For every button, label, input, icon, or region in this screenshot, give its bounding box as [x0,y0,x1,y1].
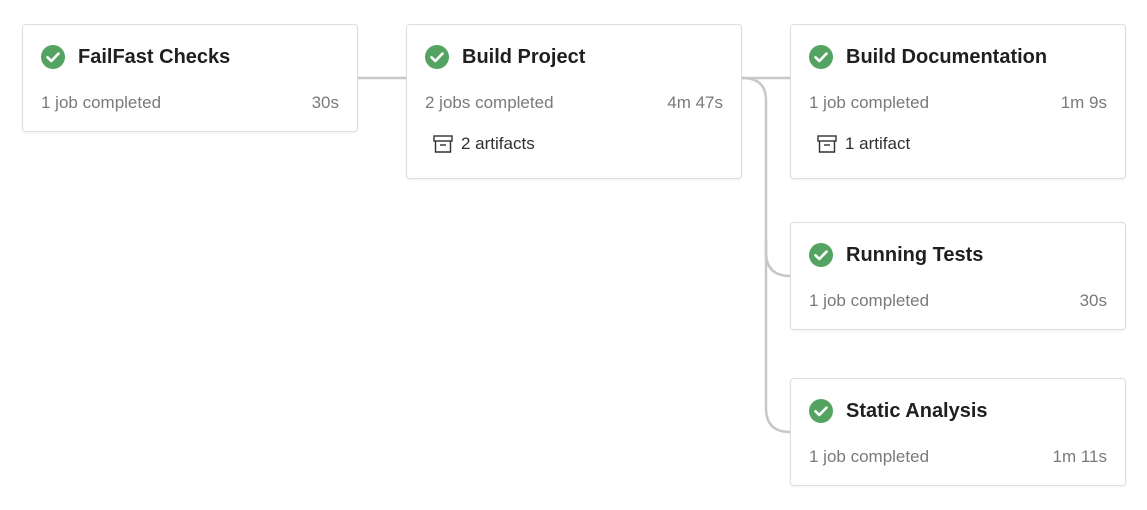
stage-duration: 30s [1079,291,1107,310]
artifacts-label: 1 artifact [845,134,911,153]
check-circle-icon [809,45,833,69]
stage-duration: 1m 9s [1060,93,1107,112]
artifacts-link[interactable]: 1 artifact [817,134,910,154]
check-circle-icon [425,45,449,69]
connector-build-to-tests [741,76,791,278]
stage-header: Build Project [425,45,585,69]
artifacts-label: 2 artifacts [461,134,535,153]
connector-build-to-analysis [764,240,791,434]
stage-title: FailFast Checks [78,45,231,68]
stage-header: FailFast Checks [41,45,230,69]
artifact-box-icon [433,135,453,153]
stage-jobs-status: 1 job completed [41,93,162,112]
stage-title: Build Project [462,45,586,68]
artifact-box-icon [817,135,837,153]
stage-duration: 1m 11s [1052,447,1108,466]
stage-title: Running Tests [846,243,984,266]
check-circle-icon [41,45,65,69]
stage-jobs-status: 1 job completed [809,447,930,466]
stage-card-build-documentation[interactable]: Build Documentation 1 job completed 1m 9… [790,24,1126,179]
stage-jobs-status: 1 job completed [809,291,930,310]
stage-duration: 4m 47s [667,93,723,112]
stage-card-failfast-checks[interactable]: FailFast Checks 1 job completed 30s [22,24,358,132]
stage-title: Build Documentation [846,45,1048,68]
stage-header: Static Analysis [809,399,988,423]
stage-jobs-status: 1 job completed [809,93,930,112]
stage-title: Static Analysis [846,399,988,422]
stage-card-running-tests[interactable]: Running Tests 1 job completed 30s [790,222,1126,330]
stage-jobs-status: 2 jobs completed [425,93,554,112]
stage-header: Running Tests [809,243,983,267]
check-circle-icon [809,399,833,423]
check-circle-icon [809,243,833,267]
stage-header: Build Documentation [809,45,1047,69]
artifacts-link[interactable]: 2 artifacts [433,134,535,154]
stage-card-static-analysis[interactable]: Static Analysis 1 job completed 1m 11s [790,378,1126,486]
stage-duration: 30s [311,93,339,112]
stage-card-build-project[interactable]: Build Project 2 jobs completed 4m 47s 2 … [406,24,742,179]
